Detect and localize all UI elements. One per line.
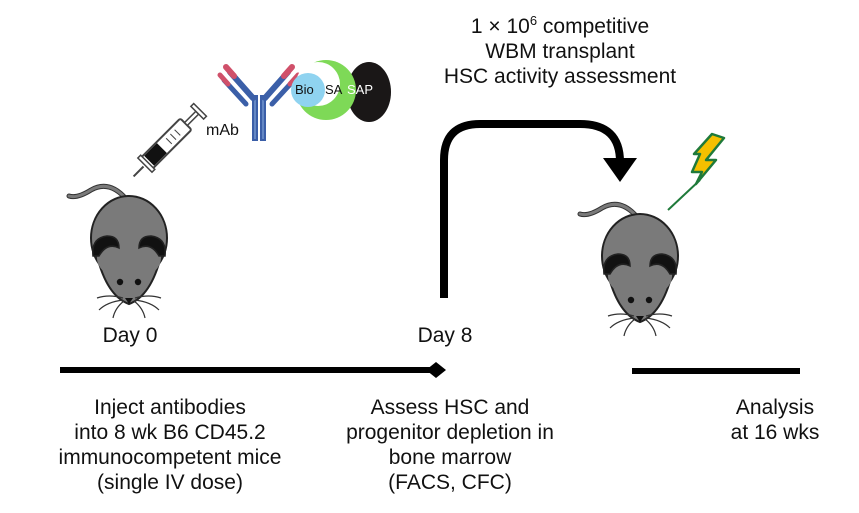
syringe-icon [132,102,208,178]
sap-blob-icon [347,62,391,122]
sap-label: SAP [347,82,374,97]
step-line: progenitor depletion in [346,421,554,444]
day8-label: Day 8 [417,324,473,347]
step-assess-description: Assess HSC and progenitor depletion in b… [320,395,580,495]
step-line: bone marrow [388,446,512,469]
day0-label: Day 0 [102,324,158,347]
sa-label: SA [325,82,343,97]
caption-line-1-suffix: competitive [537,15,650,38]
antibody-icon [217,64,301,141]
step-line: (single IV dose) [97,471,243,494]
lightning-tail [667,179,701,211]
caption-line-3: HSC activity assessment [443,65,677,88]
step-line: Analysis [735,396,815,419]
day8-diamond-marker [426,362,446,378]
caption-line-1-prefix: 1 × 10 [470,15,530,38]
step-analysis-description: Analysis at 16 wks [720,395,830,445]
step-line: Inject antibodies [94,396,246,419]
caption-line-2: WBM transplant [485,40,635,63]
step-line: immunocompetent mice [58,446,282,469]
mouse-icon-recipient [580,204,678,336]
step-inject-description: Inject antibodies into 8 wk B6 CD45.2 im… [40,395,300,495]
transplant-caption: 1 × 106 competitive WBM transplant HSC a… [420,8,700,89]
caption-line-1: 1 × 106 competitive [420,8,700,39]
biotin-icon [291,73,325,107]
step-line: at 16 wks [730,421,820,444]
bio-label: Bio [295,82,314,97]
mab-label: mAb [206,122,239,139]
step-line: (FACS, CFC) [388,471,512,494]
step-line: Assess HSC and [370,396,530,419]
step-line: into 8 wk B6 CD45.2 [74,421,266,444]
caption-line-1-exponent: 6 [529,13,538,28]
mouse-icon-day0 [69,186,167,318]
lightning-icon [690,132,726,186]
transplant-arrow [440,120,637,298]
